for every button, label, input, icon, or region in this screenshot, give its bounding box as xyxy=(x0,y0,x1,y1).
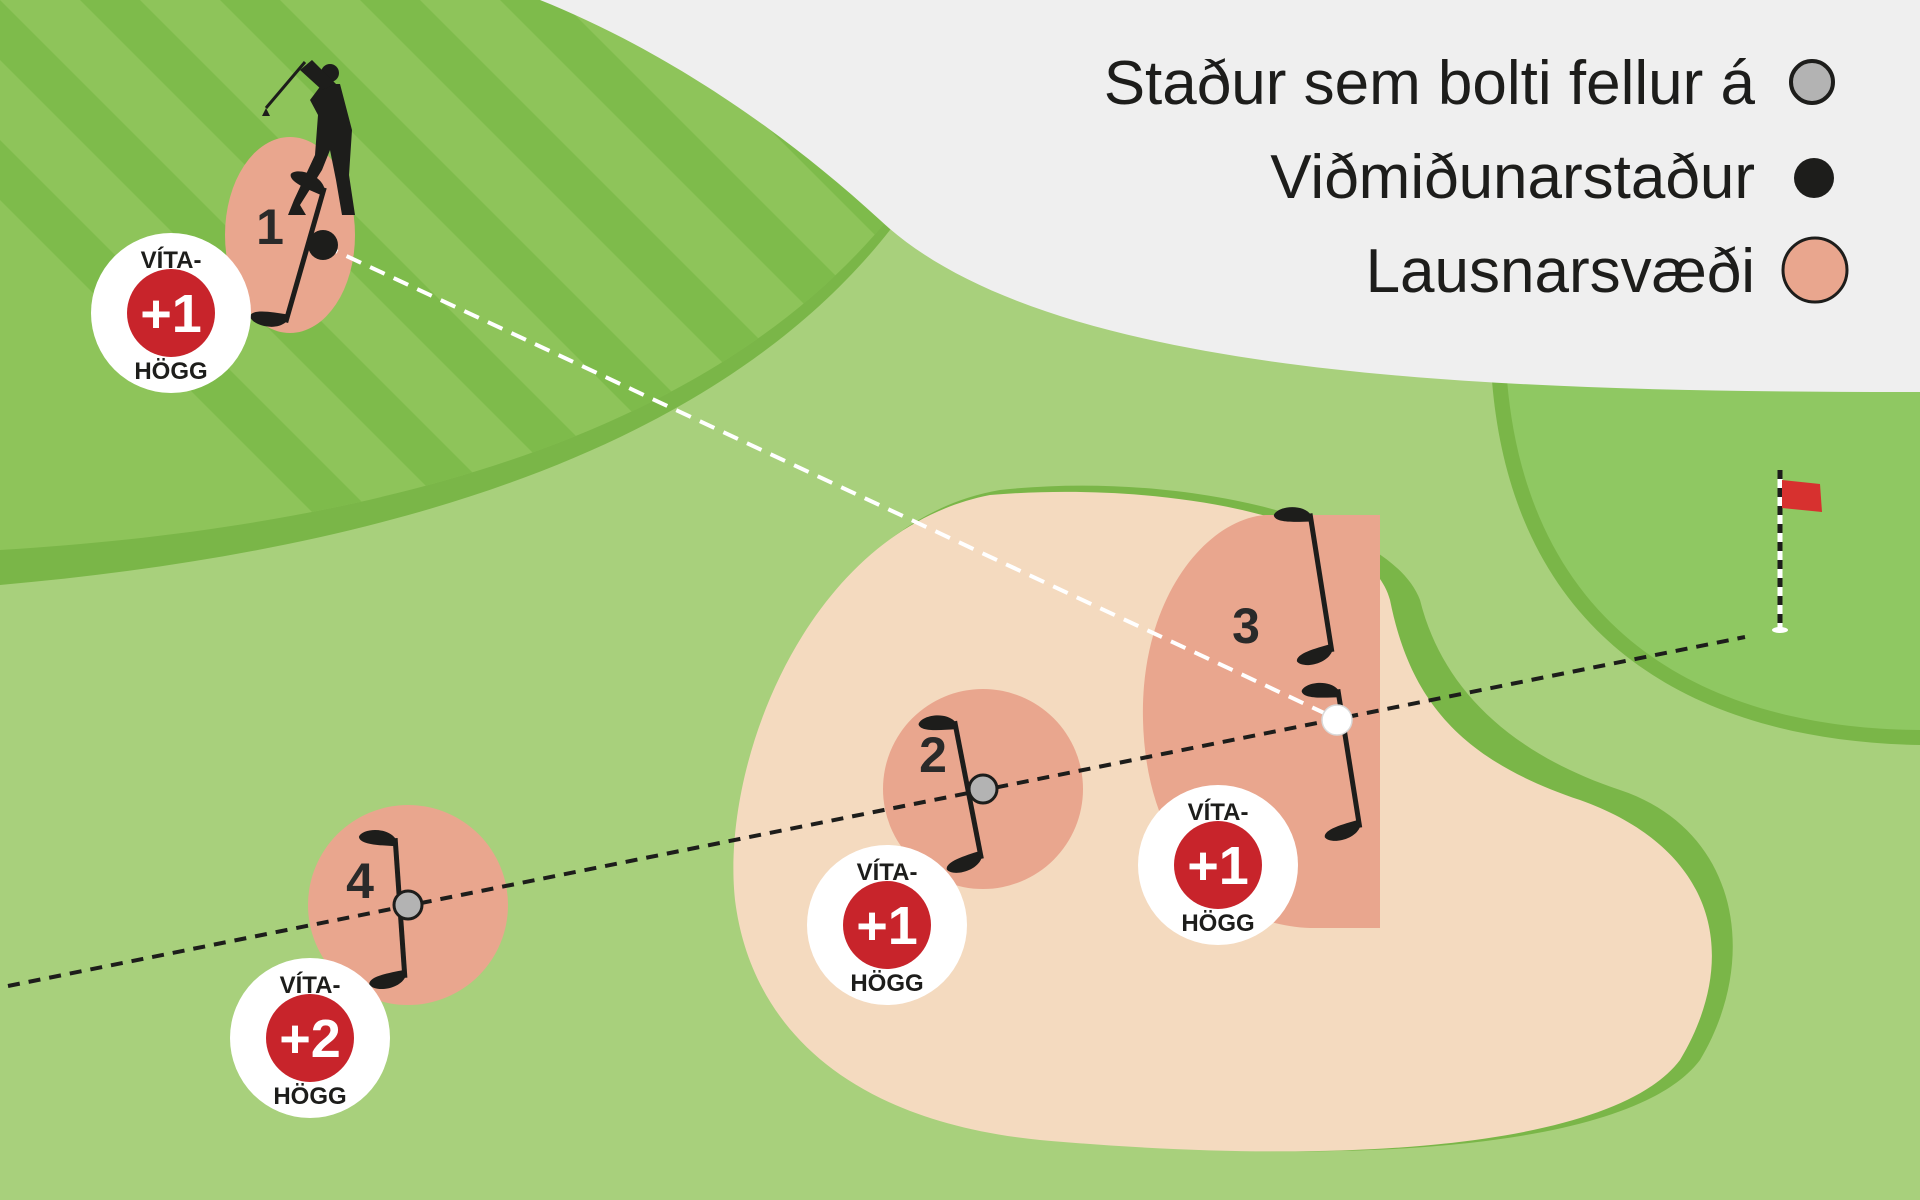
reference-line xyxy=(7,635,1746,988)
golfer-icon xyxy=(262,60,355,215)
ball-flight-line xyxy=(322,243,1336,720)
putting-green xyxy=(1490,330,1920,745)
legend-relief-area-label: Lausnarsvæði xyxy=(1366,237,1755,306)
legend-reference-point-label: Viðmiðunarstaður xyxy=(1270,143,1755,212)
penalty-badge-2: VÍTA- +1 HÖGG xyxy=(807,845,967,1005)
flag-icon xyxy=(1772,470,1822,633)
drop-spot-2 xyxy=(967,773,999,805)
badge-bottom-label: HÖGG xyxy=(850,970,923,997)
badge-value: +1 xyxy=(140,284,202,344)
legend-drop-spot-swatch xyxy=(1789,59,1835,105)
badge-value: +1 xyxy=(856,896,918,956)
penalty-badge-1: VÍTA- +1 HÖGG xyxy=(91,233,251,393)
penalty-badge-4: VÍTA- +2 HÖGG xyxy=(230,958,390,1118)
legend-relief-area-swatch xyxy=(1781,236,1849,304)
badge-value: +1 xyxy=(1187,836,1249,896)
area-number-4: 4 xyxy=(346,853,374,909)
reference-point-1 xyxy=(308,230,338,260)
badge-value: +2 xyxy=(279,1009,341,1069)
legend-panel xyxy=(540,0,1920,392)
badge-bottom-label: HÖGG xyxy=(273,1083,346,1110)
penalty-badge-3: VÍTA- +1 HÖGG xyxy=(1138,785,1298,945)
legend: Staður sem bolti fellur á Viðmiðunarstað… xyxy=(1104,49,1849,306)
area-number-2: 2 xyxy=(919,727,947,783)
ball-icon xyxy=(1321,704,1353,736)
badge-bottom-label: HÖGG xyxy=(134,358,207,385)
drop-spot-4 xyxy=(392,889,424,921)
area-number-1: 1 xyxy=(256,199,284,255)
legend-drop-spot-label: Staður sem bolti fellur á xyxy=(1104,49,1756,118)
area-number-3: 3 xyxy=(1232,598,1260,654)
badge-bottom-label: HÖGG xyxy=(1181,910,1254,937)
legend-reference-point-swatch xyxy=(1794,158,1834,198)
